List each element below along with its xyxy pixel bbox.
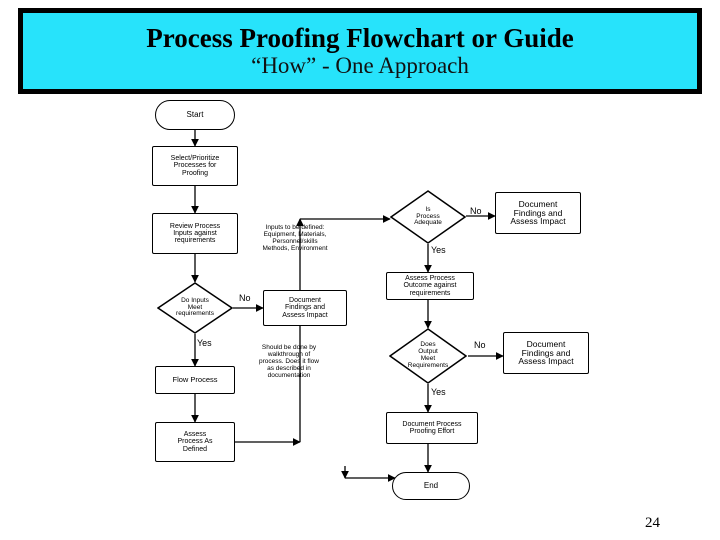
node-do-inputs-meet-shape: Do Inputs Meet requirements bbox=[157, 282, 233, 334]
node-do-inputs-meet-label: Do Inputs Meet requirements bbox=[176, 296, 214, 318]
edge-label-yes-inputs: Yes bbox=[197, 338, 212, 348]
note-inputs: Inputs to be defined: Equipment, Materia… bbox=[262, 224, 328, 253]
node-review-process: Review Process Inputs against requiremen… bbox=[152, 213, 238, 254]
flowchart-diagram: Start Select/Prioritize Processes for Pr… bbox=[0, 94, 720, 504]
edge-label-no-adequate: No bbox=[470, 206, 482, 216]
diamond-icon bbox=[157, 282, 233, 334]
note-walkthrough: Should be done by walkthrough of process… bbox=[259, 344, 319, 380]
diamond-icon bbox=[390, 190, 466, 244]
node-does-output-meet: Does Output Meet Requirements bbox=[389, 328, 467, 384]
node-select-prioritize: Select/Prioritize Processes for Proofing bbox=[152, 146, 238, 186]
node-document-findings-1: Document Findings and Assess Impact bbox=[263, 290, 347, 326]
flowchart-connectors bbox=[191, 130, 504, 482]
slide-title: Process Proofing Flowchart or Guide bbox=[146, 22, 574, 53]
diamond-icon bbox=[389, 328, 467, 384]
node-assess-process-defined: Assess Process As Defined bbox=[155, 422, 235, 462]
node-end: End bbox=[392, 472, 470, 500]
edge-label-yes-adequate: Yes bbox=[431, 245, 446, 255]
node-assess-process-outcome: Assess Process Outcome against requireme… bbox=[386, 272, 474, 300]
node-start: Start bbox=[155, 100, 235, 130]
edge-label-no-inputs: No bbox=[239, 293, 251, 303]
edge-label-yes-output: Yes bbox=[431, 387, 446, 397]
edge-label-no-output: No bbox=[474, 340, 486, 350]
node-document-proofing-effort: Document Process Proofing Effort bbox=[386, 412, 478, 444]
node-document-findings-3: Document Findings and Assess Impact bbox=[503, 332, 589, 374]
node-flow-process: Flow Process bbox=[155, 366, 235, 394]
node-document-findings-2: Document Findings and Assess Impact bbox=[495, 192, 581, 234]
node-is-process-adequate: Is Process Adequate bbox=[390, 190, 466, 244]
slide-subtitle: “How” - One Approach bbox=[251, 53, 469, 79]
node-does-output-meet-label: Does Output Meet Requirements bbox=[407, 341, 449, 369]
page-number: 24 bbox=[645, 515, 660, 531]
title-banner: Process Proofing Flowchart or Guide “How… bbox=[18, 8, 702, 94]
title-banner-inner: Process Proofing Flowchart or Guide “How… bbox=[23, 13, 697, 89]
node-is-process-adequate-label: Is Process Adequate bbox=[414, 205, 442, 227]
